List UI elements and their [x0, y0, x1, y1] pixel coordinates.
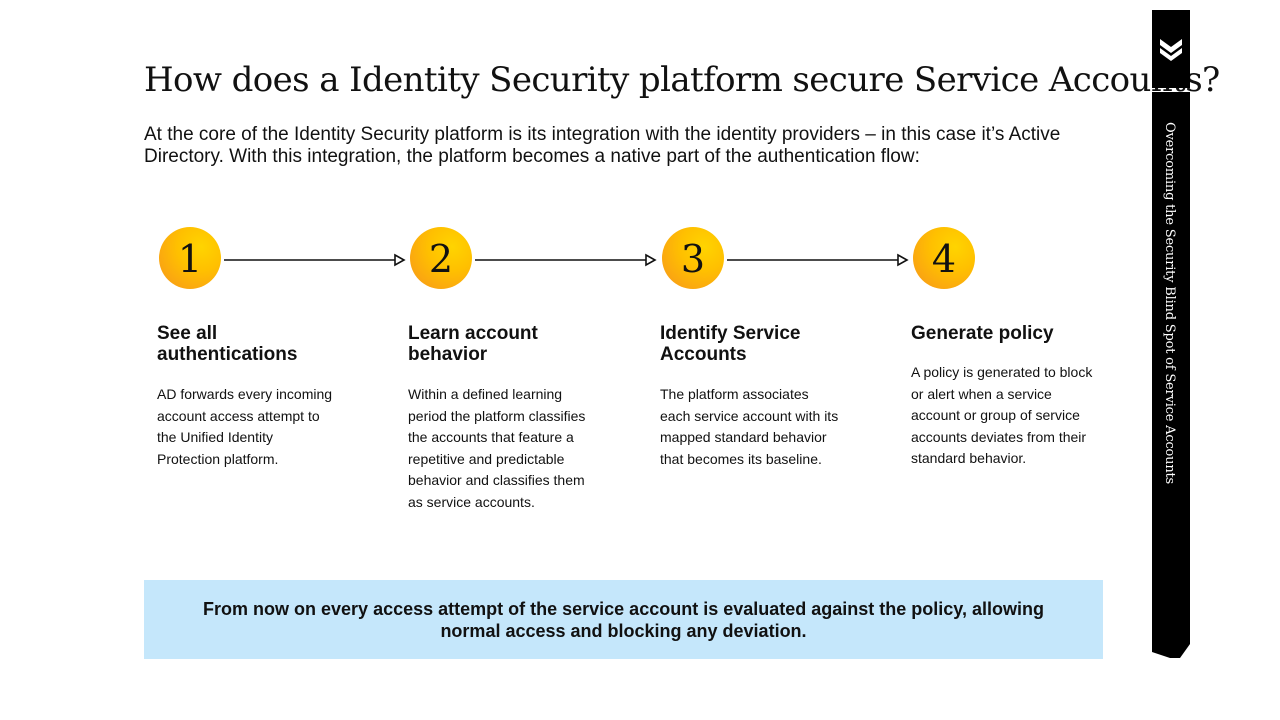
step-4-circle: 4: [913, 227, 975, 289]
sidebar-bookmark: [1152, 92, 1190, 658]
summary-banner-text: From now on every access attempt of the …: [203, 598, 1044, 641]
sidebar-section-label: Overcoming the Security Blind Spot of Se…: [1162, 122, 1177, 484]
step-1-description: AD forwards every incoming account acces…: [157, 386, 333, 467]
step-1-title: See all authentications: [157, 323, 298, 365]
step-3-number: 3: [680, 237, 706, 281]
step-3-description: The platform associates each service acc…: [660, 386, 839, 467]
step-2-title: Learn account behavior: [408, 323, 538, 365]
arrow-3-to-4: [727, 253, 909, 267]
step-1-number: 1: [177, 237, 203, 281]
page-title: How does a Identity Security platform se…: [144, 60, 1220, 100]
step-2-number: 2: [428, 237, 454, 281]
arrow-1-to-2: [224, 253, 406, 267]
step-1-circle: 1: [159, 227, 221, 289]
arrow-2-to-3: [475, 253, 657, 267]
step-4-title: Generate policy: [911, 323, 1054, 344]
step-2-circle: 2: [410, 227, 472, 289]
step-3-circle: 3: [662, 227, 724, 289]
step-4-description: A policy is generated to block or alert …: [911, 364, 1093, 466]
step-4-number: 4: [931, 237, 957, 281]
sidebar-logo-tab[interactable]: [1152, 10, 1190, 88]
step-3-title: Identify Service Accounts: [660, 323, 801, 365]
double-chevron-down-icon: [1160, 39, 1182, 61]
summary-banner: From now on every access attempt of the …: [144, 580, 1103, 659]
step-2-description: Within a defined learning period the pla…: [408, 386, 586, 510]
intro-paragraph: At the core of the Identity Security pla…: [144, 124, 1061, 167]
